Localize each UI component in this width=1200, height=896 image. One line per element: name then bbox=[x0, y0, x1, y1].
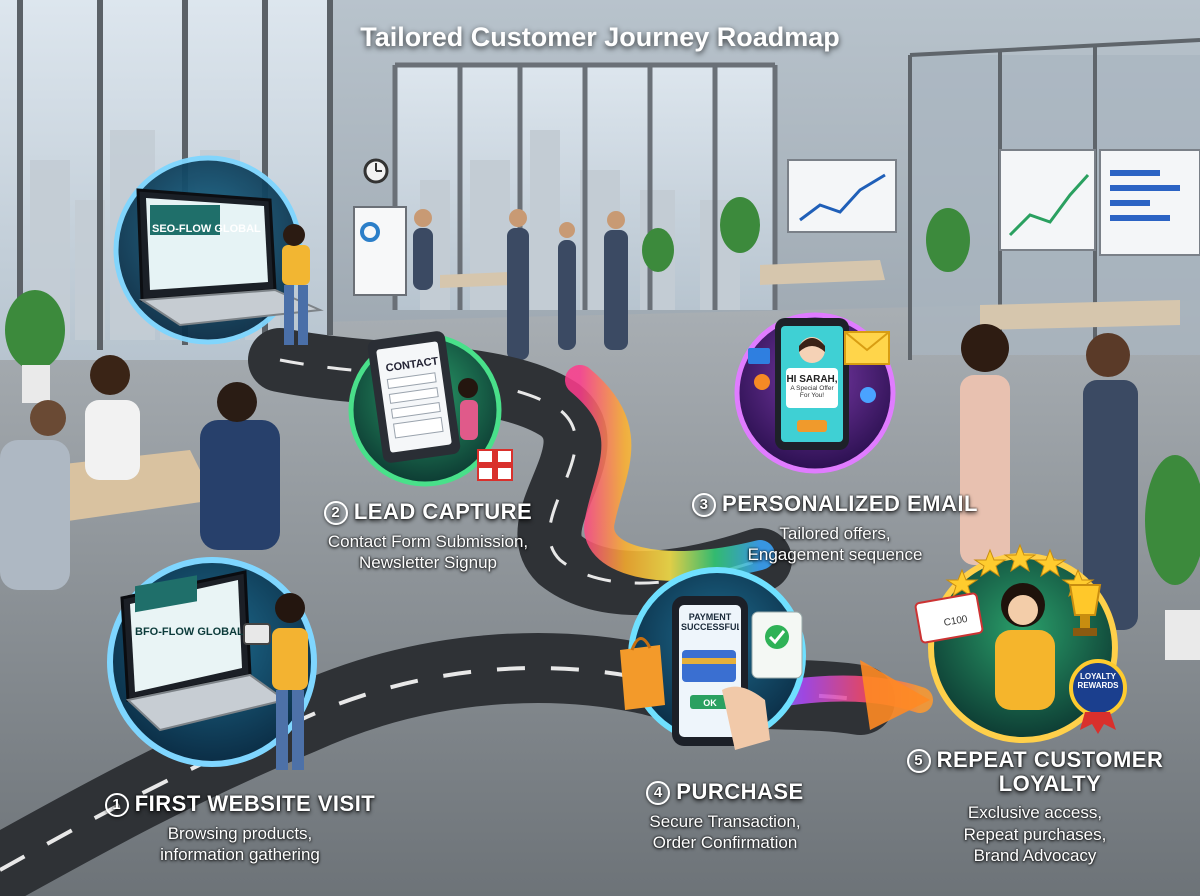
step5-desc-line3: Brand Advocacy bbox=[973, 845, 1097, 865]
step3-label: 3 PERSONALIZED EMAIL Tailored offers, En… bbox=[690, 491, 980, 566]
step5-label: 5 REPEAT CUSTOMER LOYALTY Exclusive acce… bbox=[900, 747, 1170, 866]
step1-number: 1 bbox=[104, 793, 129, 817]
website-brand-bottom: BFO-FLOW GLOBAL bbox=[135, 626, 244, 638]
step4-desc-line2: Order Confirmation bbox=[652, 833, 798, 853]
step5-desc-line1: Exclusive access, bbox=[967, 803, 1103, 823]
step1-desc-line1: Browsing products, bbox=[167, 824, 313, 843]
step2-portal: CONTACT bbox=[348, 331, 513, 487]
step2-desc-line1: Contact Form Submission, bbox=[327, 532, 529, 551]
step4-label: 4 PURCHASE Secure Transaction, Order Con… bbox=[620, 779, 830, 854]
email-greeting: HI SARAH, bbox=[786, 374, 837, 385]
step4-portal: PAYMENT SUCCESSFUL! OK bbox=[620, 567, 806, 750]
page-title: Tailored Customer Journey Roadmap bbox=[360, 22, 840, 52]
step5-desc-line2: Repeat purchases, bbox=[963, 824, 1107, 844]
step1-desc-line2: information gathering bbox=[160, 845, 320, 865]
step4-desc-line1: Secure Transaction, bbox=[649, 812, 801, 831]
step1-title: FIRST WEBSITE VISIT bbox=[134, 791, 376, 816]
loyalty-badge: LOYALTY REWARDS bbox=[1077, 672, 1119, 690]
step3-number: 3 bbox=[692, 493, 717, 517]
step2-title: LEAD CAPTURE bbox=[353, 499, 533, 524]
step3-desc-line1: Tailored offers, bbox=[779, 524, 891, 543]
step5-title-line1: REPEAT CUSTOMER bbox=[936, 747, 1164, 772]
step2-label: 2 LEAD CAPTURE Contact Form Submission, … bbox=[318, 499, 538, 574]
step3-desc-line2: Engagement sequence bbox=[747, 545, 923, 565]
step5-number: 5 bbox=[906, 749, 931, 773]
website-brand-top: SEO-FLOW GLOBAL bbox=[152, 223, 261, 235]
step5-title-line2: LOYALTY bbox=[998, 771, 1102, 797]
step2-number: 2 bbox=[323, 501, 348, 525]
step2-desc-line2: Newsletter Signup bbox=[359, 553, 497, 573]
payment-ok-button: OK bbox=[703, 698, 717, 708]
step1-portal: BFO-FLOW GLOBAL bbox=[107, 557, 317, 770]
payment-status: PAYMENT SUCCESSFUL! bbox=[681, 612, 739, 632]
step3-title: PERSONALIZED EMAIL bbox=[722, 491, 978, 516]
step5-portal: C100 LOYALTY REWARDS bbox=[914, 543, 1127, 743]
step4-title: PURCHASE bbox=[676, 779, 804, 804]
email-offer: A Special Offer For You! bbox=[790, 385, 834, 399]
step1-label: 1 FIRST WEBSITE VISIT Browsing products,… bbox=[70, 791, 410, 866]
step3-portal: HI SARAH, A Special Offer For You! bbox=[734, 312, 896, 474]
step1-top-portal: SEO-FLOW GLOBAL bbox=[113, 155, 324, 345]
gift-card-value: C100 bbox=[943, 614, 969, 629]
step4-number: 4 bbox=[646, 781, 671, 805]
